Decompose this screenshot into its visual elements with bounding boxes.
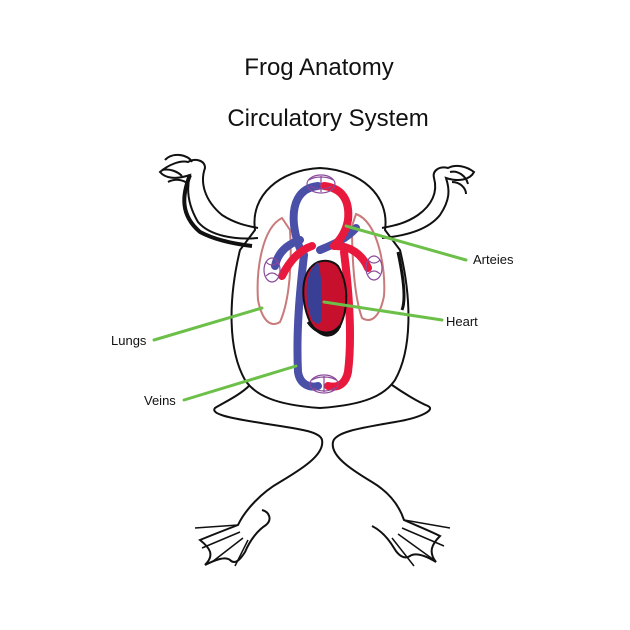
left-leg-outline bbox=[200, 385, 322, 565]
lungs-label: Lungs bbox=[111, 333, 146, 348]
right-arm-outline bbox=[382, 166, 474, 238]
veins-label: Veins bbox=[144, 393, 176, 408]
heart-label: Heart bbox=[446, 314, 478, 329]
artery-right-loop bbox=[324, 186, 348, 246]
right-leg-outline bbox=[333, 385, 440, 562]
right-hand bbox=[450, 172, 468, 194]
capillary-left-arm bbox=[264, 258, 280, 282]
lungs-leader bbox=[154, 308, 262, 340]
arteries-label: Arteies bbox=[473, 252, 513, 267]
